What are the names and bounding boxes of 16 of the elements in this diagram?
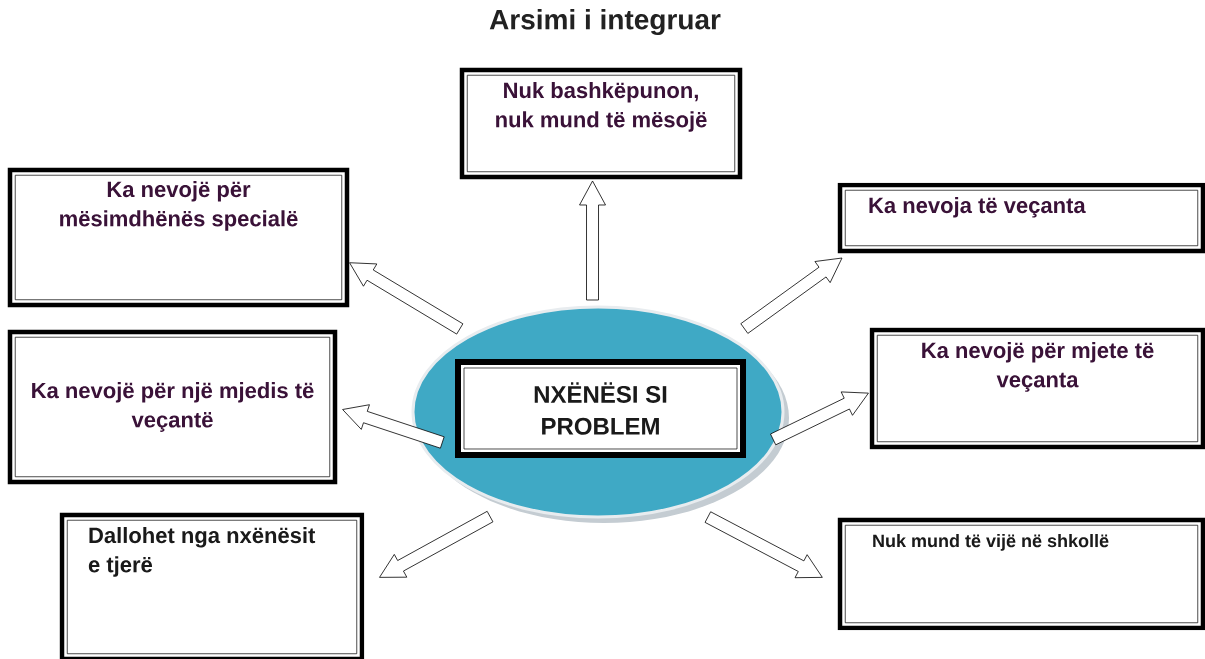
block-arrow (342, 404, 445, 449)
block-arrow (740, 257, 843, 334)
text-box: Nuk mund të vijë në shkollë (837, 517, 1205, 631)
text-box: Dallohet nga nxënësit e tjerë (59, 512, 365, 659)
text-box: Ka nevojë për mësimdhënës specialë (7, 167, 350, 308)
block-arrow (349, 262, 464, 335)
text-box: Ka nevojë për një mjedis të veçantë (7, 329, 338, 485)
block-arrow (579, 180, 606, 301)
block-arrow (770, 391, 869, 446)
block-arrow (704, 511, 823, 579)
title: Arsimi i integruar (489, 8, 721, 36)
block-arrow (379, 510, 494, 578)
center-box: NXËNËSI SI PROBLEM (455, 359, 746, 458)
text-box: Ka nevoja të veçanta (837, 182, 1205, 254)
text-box: Nuk bashkëpunon, nuk mund të mësojë (459, 67, 743, 180)
text-box: Ka nevojë për mjete të veçanta (869, 327, 1205, 450)
